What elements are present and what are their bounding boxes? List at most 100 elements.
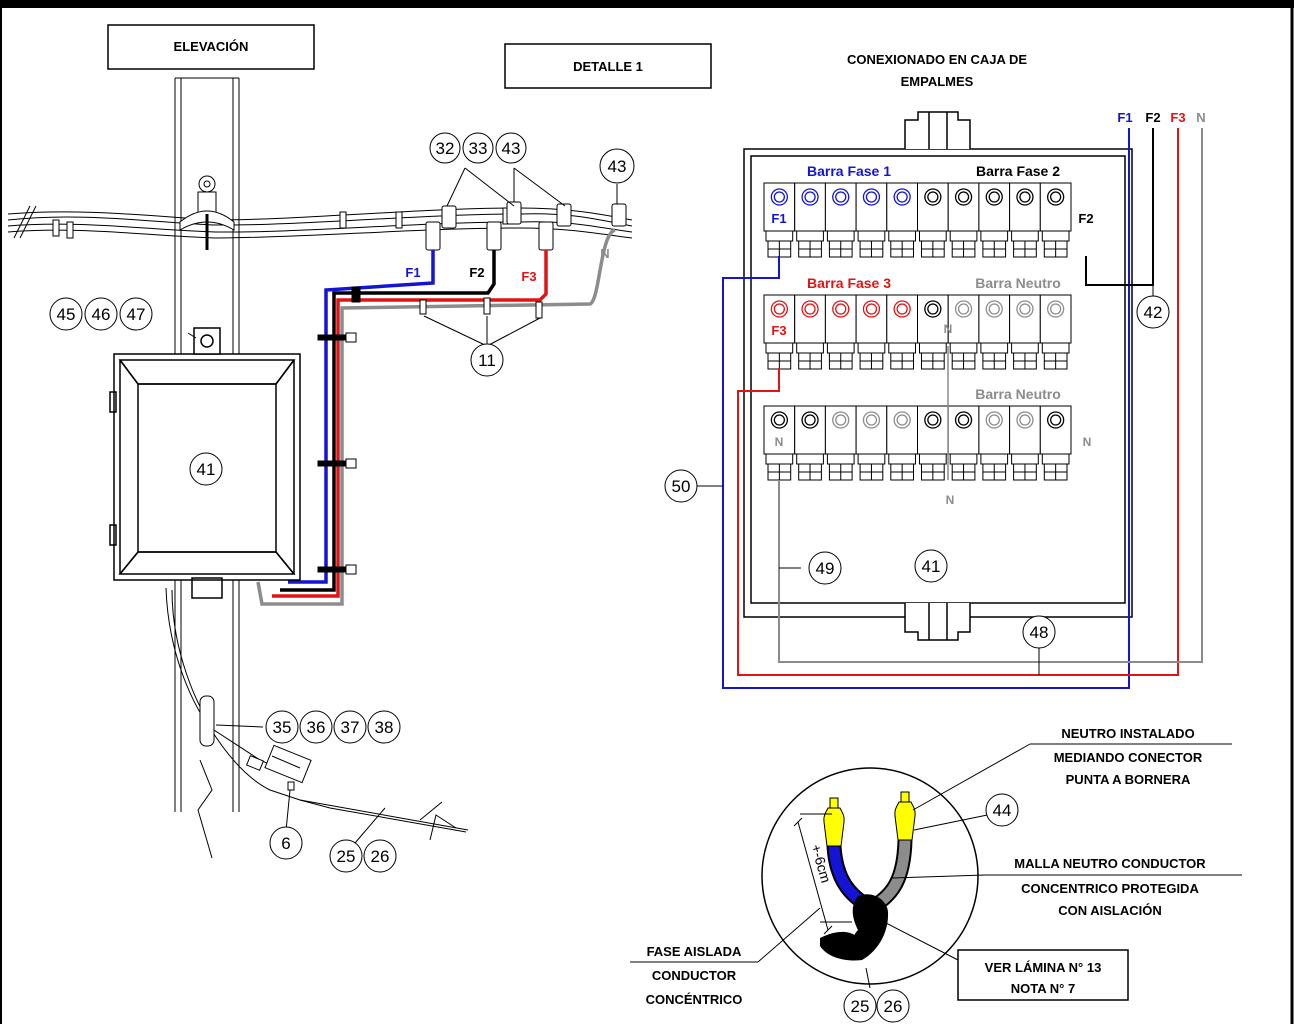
callout-6: 6 [269, 826, 303, 860]
svg-text:26: 26 [371, 847, 390, 866]
note-leaders [630, 743, 1242, 989]
svg-text:32: 32 [436, 139, 455, 158]
splice-box-detail [743, 111, 1133, 641]
note-ver-lamina: VER LÁMINA N° 13 NOTA N° 7 [957, 949, 1129, 1001]
bar-label-phase2: Barra Fase 2 [976, 163, 1060, 179]
note-fase-line1: FASE AISLADA [647, 944, 742, 959]
svg-text:11: 11 [478, 351, 496, 370]
callout-50: 50 [664, 469, 698, 503]
terminal [794, 294, 826, 370]
callout-37: 37 [333, 710, 367, 744]
connection-title-line2: EMPALMES [901, 74, 974, 89]
note-malla: MALLA NEUTRO CONDUCTOR CONCENTRICO PROTE… [1014, 856, 1206, 918]
elevation-callouts: 32 33 43 43 45 46 47 11 41 35 36 37 38 6… [49, 132, 635, 873]
terminal [824, 182, 857, 258]
concentric-callouts: 44 25 26 [843, 793, 1019, 1023]
callout-25-elevation: 25 [329, 839, 363, 873]
bar-label-phase3: Barra Fase 3 [807, 275, 891, 291]
detail-title: DETALLE 1 [573, 59, 643, 74]
suspension-clamp [179, 175, 235, 250]
note-ver-line1: VER LÁMINA N° 13 [985, 960, 1102, 975]
terminal [855, 294, 888, 370]
terminal [824, 405, 857, 481]
connection-title-line1: CONEXIONADO EN CAJA DE [847, 52, 1027, 67]
terminal [947, 182, 980, 258]
terminal [886, 405, 918, 481]
svg-text:46: 46 [92, 305, 111, 324]
note-neutro-line1: NEUTRO INSTALADO [1061, 726, 1194, 741]
svg-text:36: 36 [307, 718, 326, 737]
drop-label-f3: F3 [521, 269, 536, 284]
terminal [917, 405, 949, 481]
terminal [1009, 182, 1041, 258]
callout-44: 44 [985, 793, 1019, 827]
incoming-label-f2: F2 [1145, 110, 1160, 125]
svg-text:42: 42 [1144, 303, 1163, 322]
svg-text:35: 35 [273, 718, 292, 737]
svg-text:25: 25 [851, 997, 870, 1016]
svg-text:6: 6 [281, 834, 290, 853]
terminal [824, 294, 857, 370]
svg-text:33: 33 [469, 139, 488, 158]
callout-45: 45 [49, 297, 83, 331]
svg-text:50: 50 [672, 477, 691, 496]
detail-callouts: 42 50 49 41 48 [664, 295, 1170, 649]
bar-label-phase1: Barra Fase 1 [807, 163, 891, 179]
box-wiring [722, 128, 1203, 689]
terminal [1039, 182, 1072, 258]
svg-text:26: 26 [884, 997, 903, 1016]
svg-text:48: 48 [1030, 623, 1049, 642]
incoming-label-f3: F3 [1170, 110, 1185, 125]
drop-label-f2: F2 [469, 265, 484, 280]
svg-text:41: 41 [197, 460, 216, 479]
terminal-label-n-left: N [775, 435, 784, 449]
note-fase-aislada: FASE AISLADA CONDUCTOR CONCÉNTRICO [646, 944, 743, 1007]
note-malla-line1: MALLA NEUTRO CONDUCTOR [1014, 856, 1206, 871]
terminal [886, 294, 918, 370]
drop-label-f1: F1 [405, 265, 420, 280]
bar-label-neutral-top: Barra Neutro [975, 275, 1061, 291]
note-malla-line2: CONCENTRICO PROTEGIDA [1021, 881, 1199, 896]
callout-43: 43 [495, 132, 527, 164]
note-neutro-line2: MEDIANDO CONECTOR [1054, 750, 1203, 765]
terminal [1009, 405, 1041, 481]
note-ver-line2: NOTA N° 7 [1011, 981, 1075, 996]
detail-title-box: DETALLE 1 [504, 43, 712, 89]
elevation-title: ELEVACIÓN [174, 39, 249, 54]
incoming-label-f1: F1 [1117, 110, 1132, 125]
terminal [1039, 294, 1072, 370]
terminal [947, 294, 980, 370]
concentric-detail: +-6cm [761, 767, 979, 985]
pole-standoffs [317, 286, 543, 575]
callout-25-detail: 25 [843, 989, 877, 1023]
callout-35: 35 [265, 710, 299, 744]
terminal [978, 294, 1011, 370]
svg-text:47: 47 [127, 305, 146, 324]
svg-text:44: 44 [993, 801, 1012, 820]
svg-text:41: 41 [922, 557, 941, 576]
terminal-label-f2: F2 [1078, 211, 1093, 226]
terminal-label-n-top: N [944, 322, 953, 336]
callout-46: 46 [84, 297, 118, 331]
callout-32: 32 [429, 132, 461, 164]
svg-text:25: 25 [337, 847, 356, 866]
terminal [978, 405, 1011, 481]
terminal [855, 182, 888, 258]
down-conductors [256, 228, 616, 606]
svg-text:45: 45 [57, 305, 76, 324]
callout-41-detail: 41 [914, 549, 948, 583]
svg-text:38: 38 [375, 718, 394, 737]
svg-text:43: 43 [502, 139, 521, 158]
terminal [763, 182, 796, 258]
note-malla-line3: CON AISLACIÓN [1058, 903, 1162, 918]
terminal [855, 405, 888, 481]
callout-41-elevation: 41 [189, 452, 223, 486]
svg-text:37: 37 [341, 718, 360, 737]
terminal-label-f1: F1 [771, 211, 786, 226]
terminal [763, 405, 796, 481]
callout-49: 49 [808, 551, 842, 585]
terminal [794, 405, 826, 481]
callout-33: 33 [462, 132, 494, 164]
